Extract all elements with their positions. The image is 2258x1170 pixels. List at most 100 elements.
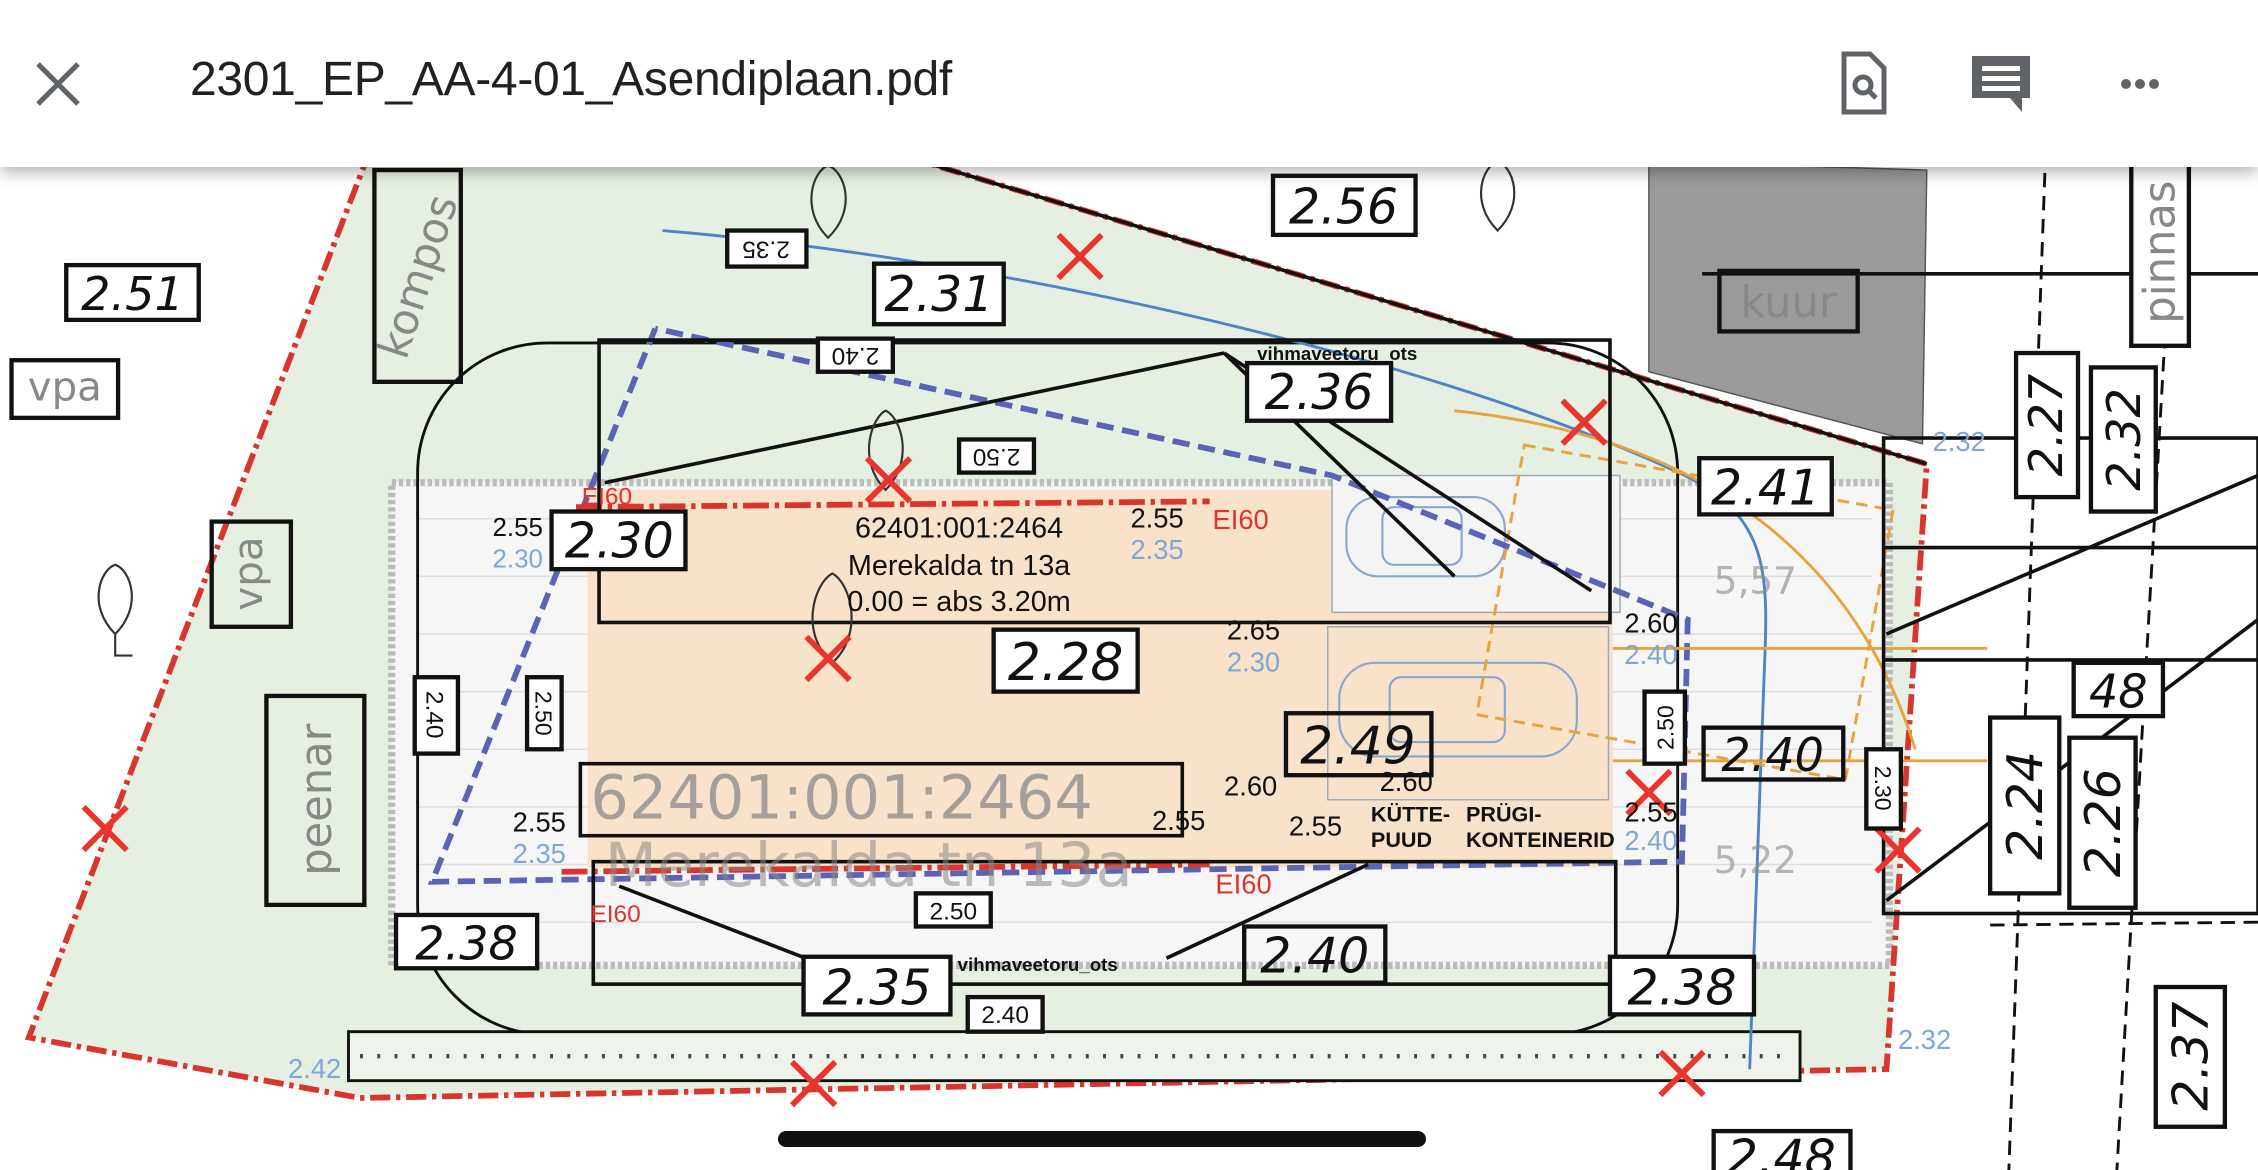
svg-text:2.49: 2.49 [1300, 717, 1415, 777]
svg-text:KONTEINERID: KONTEINERID [1466, 827, 1615, 852]
svg-text:2.41: 2.41 [1711, 459, 1820, 516]
area-label-vpa: vpa [9, 358, 121, 421]
comment-icon [1972, 56, 2030, 112]
svg-text:2.30: 2.30 [1227, 646, 1280, 677]
svg-text:EI60: EI60 [1215, 868, 1271, 899]
svg-text:pinnas: pinnas [2135, 181, 2185, 324]
elevation-2-35: 2.35 [801, 954, 953, 1017]
svg-text:2.35: 2.35 [822, 959, 931, 1016]
svg-text:2.48: 2.48 [1727, 1129, 1836, 1170]
svg-text:vihmaveetoru_ots: vihmaveetoru_ots [1257, 343, 1417, 364]
elevation-2-51: 2.51 [64, 262, 201, 323]
close-icon [36, 62, 80, 106]
svg-text:PUUD: PUUD [1371, 827, 1432, 852]
svg-text:vpa: vpa [28, 364, 102, 411]
elevation-48: 48 [2071, 660, 2166, 718]
svg-text:0.00 = abs 3.20m: 0.00 = abs 3.20m [847, 586, 1070, 618]
svg-text:2.55: 2.55 [1289, 811, 1342, 842]
elevation-2-26: 2.26 [2067, 735, 2138, 910]
elevation-2-38-left: 2.38 [393, 912, 540, 971]
elevation-2-28: 2.28 [991, 627, 1140, 694]
svg-text:peenar: peenar [292, 723, 342, 875]
svg-text:2.50: 2.50 [973, 443, 1021, 470]
home-indicator[interactable] [778, 1131, 1426, 1147]
area-label-peenar: peenar [264, 693, 367, 908]
document-search-icon [1841, 51, 1887, 115]
elevation-2-38-right: 2.38 [1607, 954, 1757, 1017]
svg-text:2.32: 2.32 [1898, 1024, 1951, 1055]
svg-text:2.27: 2.27 [2019, 374, 2073, 477]
svg-text:5,22: 5,22 [1714, 838, 1797, 882]
spot-levels: 2.55 2.30 2.55 2.35 2.65 2.30 2.60 2.40 … [288, 426, 1986, 1084]
svg-text:EI60: EI60 [1213, 504, 1269, 535]
elevation-2-27: 2.27 [2013, 350, 2081, 500]
svg-text:EI60: EI60 [582, 483, 632, 510]
small-elevation: 2.35 [725, 228, 809, 269]
small-elevation: 2.50 [913, 891, 993, 929]
svg-text:2.40: 2.40 [1624, 825, 1677, 856]
svg-text:vihmaveetoru_ots: vihmaveetoru_ots [958, 954, 1118, 975]
close-button[interactable] [30, 56, 86, 112]
elevation-2-37: 2.37 [2153, 984, 2228, 1129]
svg-text:2.24: 2.24 [1997, 751, 2054, 860]
svg-text:EI60: EI60 [590, 901, 640, 928]
find-in-document-button[interactable] [1830, 50, 1896, 116]
svg-text:2.40: 2.40 [1624, 639, 1677, 670]
svg-text:2.32: 2.32 [1933, 426, 1986, 457]
svg-text:2.60: 2.60 [1380, 766, 1433, 797]
building-label: 62401:001:2464 Merekalda tn 13a 0.00 = a… [590, 512, 1132, 901]
svg-text:2.37: 2.37 [2163, 1002, 2220, 1111]
small-elevation: 2.40 [815, 336, 895, 374]
small-elevation: 2.50 [956, 437, 1037, 475]
comments-button[interactable] [1968, 50, 2034, 116]
svg-text:kuur: kuur [1740, 278, 1836, 328]
elevation-2-40-right: 2.40 [1701, 725, 1846, 782]
removal-x-marks [81, 232, 1922, 1108]
small-elevation: 2.50 [1642, 689, 1688, 766]
roof-outline [427, 325, 1691, 885]
svg-text:2.30: 2.30 [1870, 766, 1896, 811]
svg-text:2.40: 2.40 [1721, 728, 1824, 782]
svg-text:2.55: 2.55 [1624, 796, 1677, 827]
area-label-pinnas: pinnas [2129, 159, 2192, 348]
svg-text:2.40: 2.40 [1260, 928, 1369, 985]
document-title: 2301_EP_AA-4-01_Asendiplaan.pdf [190, 53, 952, 106]
elevation-2-32: 2.32 [2088, 365, 2158, 514]
more-horizontal-icon [2121, 79, 2159, 89]
elevation-2-41: 2.41 [1697, 456, 1834, 517]
elevation-2-24: 2.24 [1987, 715, 2062, 896]
svg-text:62401:001:2464: 62401:001:2464 [590, 763, 1092, 833]
svg-text:2.32: 2.32 [2097, 388, 2151, 491]
svg-text:2.38: 2.38 [1627, 959, 1736, 1016]
app-header: 2301_EP_AA-4-01_Asendiplaan.pdf [0, 0, 2258, 167]
small-elevation: 2.40 [965, 994, 1045, 1034]
svg-text:48: 48 [2089, 664, 2148, 718]
shed-area [1648, 160, 1928, 445]
elevation-2-30: 2.30 [549, 509, 688, 572]
area-label-vpa-rotated: vpa [209, 519, 294, 629]
elevation-2-36: 2.36 [1244, 360, 1394, 423]
fire-wall-top [575, 498, 1210, 511]
svg-text:2.56: 2.56 [1289, 178, 1398, 235]
more-options-button[interactable] [2107, 50, 2173, 116]
svg-text:2.65: 2.65 [1227, 615, 1280, 646]
elevation-2-40-bottom: 2.40 [1242, 924, 1388, 985]
svg-text:2.26: 2.26 [2075, 768, 2132, 877]
svg-text:62401:001:2464: 62401:001:2464 [855, 512, 1063, 544]
svg-text:2.50: 2.50 [930, 898, 978, 925]
svg-text:Merekalda tn 13a: Merekalda tn 13a [848, 550, 1071, 582]
svg-text:5,57: 5,57 [1714, 559, 1797, 603]
svg-text:2.40: 2.40 [832, 342, 880, 369]
carport-left [1331, 474, 1621, 614]
svg-text:2.31: 2.31 [884, 266, 993, 323]
small-elevation: 2.30 [1864, 747, 1904, 831]
svg-text:2.40: 2.40 [981, 1002, 1029, 1029]
small-elevation: 2.40 [412, 675, 461, 756]
svg-text:2.35: 2.35 [513, 838, 566, 869]
svg-text:2.28: 2.28 [1008, 633, 1123, 693]
svg-text:2.60: 2.60 [1624, 608, 1677, 639]
svg-text:2.55: 2.55 [513, 806, 566, 837]
small-elevation: 2.50 [524, 675, 564, 752]
svg-text:2.40: 2.40 [420, 691, 447, 739]
